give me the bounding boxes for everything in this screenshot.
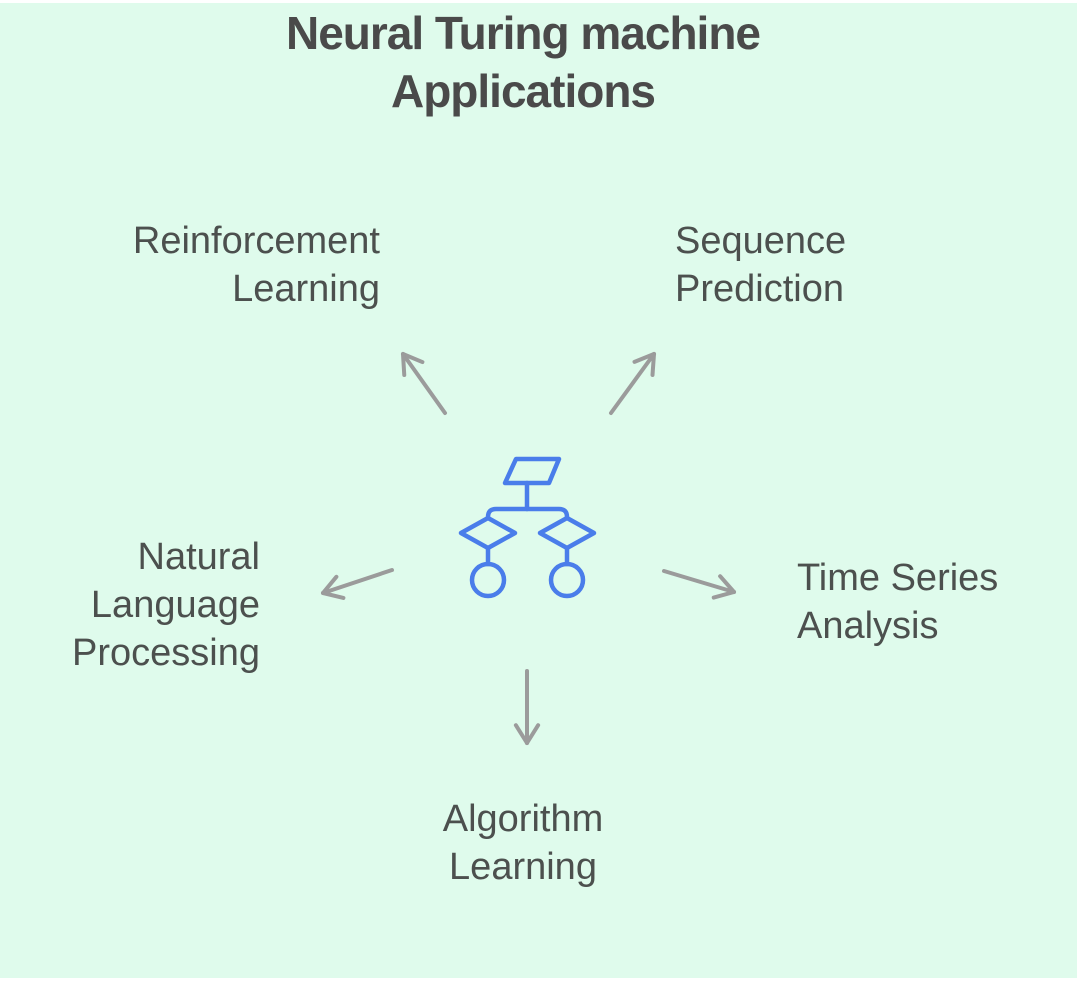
node-label-sequence-prediction: Sequence Prediction bbox=[675, 220, 847, 310]
node-label-reinforcement-learning: Reinforcement Learning bbox=[132, 220, 380, 310]
node-label-natural-language-processing: Natural Language Processing bbox=[72, 536, 260, 674]
node-label-time-series-analysis: Time Series Analysis bbox=[797, 557, 999, 647]
background-panel bbox=[0, 3, 1077, 978]
node-label-algorithm-learning: Algorithm Learning bbox=[442, 798, 604, 888]
page-title: Neural Turing machine Applications bbox=[285, 7, 761, 117]
